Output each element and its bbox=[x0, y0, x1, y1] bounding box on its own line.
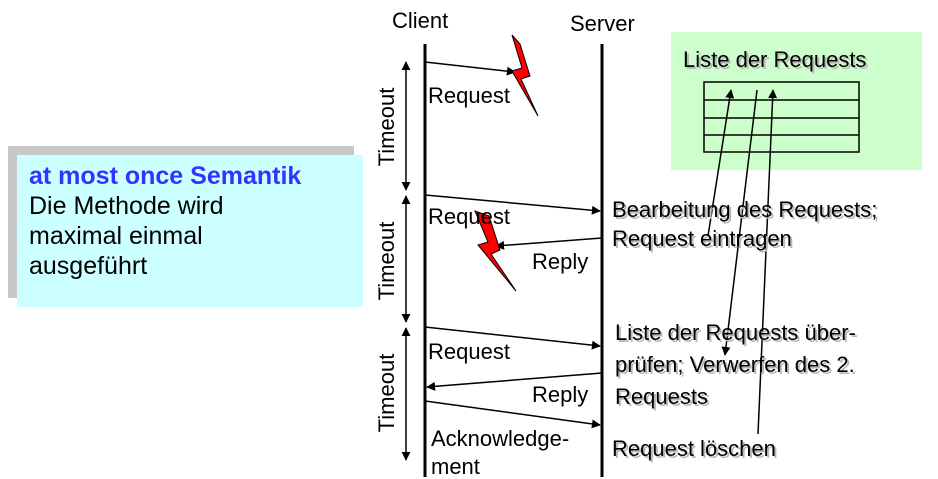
lightning-bolt-icon bbox=[474, 210, 517, 292]
ack-label-line1: Acknowledge- bbox=[431, 426, 570, 451]
semantics-body: Die Methode wird maximal einmal ausgefüh… bbox=[29, 191, 351, 281]
request3-arrow bbox=[424, 326, 601, 350]
request2-label: Request bbox=[428, 204, 510, 229]
request3-label: Request bbox=[428, 339, 510, 364]
timeout-label: Timeout bbox=[374, 221, 399, 301]
client-label: Client bbox=[392, 8, 449, 33]
note-processing-line2: Request eintragen bbox=[612, 226, 792, 251]
request-list-table bbox=[703, 81, 860, 153]
semantics-line: Die Methode wird bbox=[29, 192, 224, 220]
semantics-box: at most once Semantik Die Methode wird m… bbox=[17, 155, 363, 307]
delete-request-arrow bbox=[757, 89, 778, 435]
timeout-label: Timeout bbox=[374, 353, 399, 433]
request1-label: Request bbox=[428, 83, 510, 108]
request-list-title: Liste der Requests bbox=[683, 47, 867, 72]
request1-arrow bbox=[424, 61, 516, 76]
reply3-label: Reply bbox=[532, 382, 589, 407]
note-processing-line1: Bearbeitung des Requests; bbox=[612, 197, 878, 222]
lightning-bolt-icon bbox=[511, 34, 539, 117]
request2-arrow bbox=[424, 194, 601, 215]
note-check-line1: Liste der Requests über- bbox=[615, 320, 856, 345]
enter-request-arrow bbox=[707, 89, 735, 237]
request-list-panel bbox=[671, 32, 922, 170]
note-delete: Request löschen bbox=[612, 436, 776, 461]
reply2-label: Reply bbox=[532, 249, 589, 274]
semantics-title: at most once Semantik bbox=[29, 162, 302, 190]
note-check-line3: Requests bbox=[615, 384, 708, 409]
reply2-arrow bbox=[495, 237, 603, 250]
timeout-label: Timeout bbox=[374, 87, 399, 167]
semantics-line: ausgeführt bbox=[29, 252, 148, 280]
semantics-line: maximal einmal bbox=[29, 222, 203, 250]
note-check-line2: prüfen; Verwerfen des 2. bbox=[615, 352, 855, 377]
ack-arrow bbox=[424, 400, 601, 429]
reply3-arrow bbox=[426, 372, 603, 391]
server-label: Server bbox=[570, 11, 635, 36]
check-list-arrow bbox=[721, 89, 758, 356]
ack-label-line2: ment bbox=[431, 454, 480, 479]
